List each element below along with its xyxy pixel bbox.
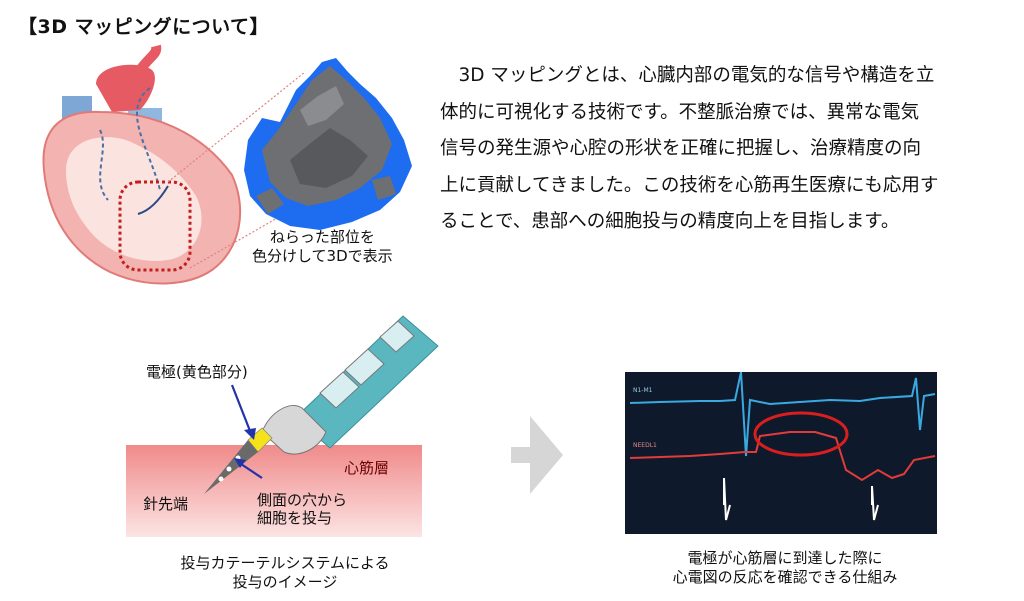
catheter-caption-line: 投与カテーテルシステムによる [180, 554, 390, 572]
catheter-illustration [204, 315, 439, 494]
ecg-caption-line: 電極が心筋層に到達した際に [687, 549, 883, 567]
catheter-caption: 投与カテーテルシステムによる 投与のイメージ [165, 554, 405, 592]
ecg-panel: N1-M1 NEEDL1 [625, 371, 937, 534]
page-title: 【3D マッピングについて】 [18, 16, 270, 38]
catheter-caption-line: 投与のイメージ [232, 573, 338, 591]
electrode-yellow [247, 427, 273, 453]
3d-map-image [244, 58, 412, 230]
myocardium-layer [126, 445, 422, 537]
description-line: 信号の発生源や心腔の形状を正確に把握し、治療精度の向 [440, 138, 922, 159]
mapping-caption: ねらった部位を 色分けして3Dで表示 [252, 228, 393, 266]
electrode-label: 電極(黄色部分) [146, 363, 248, 381]
side-holes-line: 細胞を投与 [257, 509, 333, 527]
description-line: 3D マッピングとは、心臓内部の電気的な信号や構造を立 [440, 65, 935, 86]
ecg-caption: 電極が心筋層に到達した際に 心電図の反応を確認できる仕組み [650, 549, 920, 587]
description-paragraph: 3D マッピングとは、心臓内部の電気的な信号や構造を立 体的に可視化する技術です… [440, 58, 1010, 241]
ecg-highlight-circle [753, 411, 849, 457]
ecg-top-trace-label: N1-M1 [633, 387, 653, 394]
mapping-caption-line: 色分けして3Dで表示 [252, 247, 393, 265]
myocardium-label: 心筋層 [344, 459, 390, 477]
mapping-caption-line: ねらった部位を [269, 228, 375, 246]
ecg-bottom-trace-label: NEEDL1 [633, 442, 657, 449]
side-holes-line: 側面の穴から [257, 491, 348, 509]
description-line: 上に貢献してきました。この技術を心筋再生医療にも応用す [440, 174, 939, 196]
needle-tip-label: 針先端 [143, 495, 189, 513]
flow-arrow-icon [511, 416, 563, 494]
heart-target-region [118, 180, 192, 272]
description-line: 体的に可視化する技術です。不整脈治療では、異常な電気 [440, 101, 920, 123]
side-holes-label: 側面の穴から 細胞を投与 [257, 491, 347, 527]
heart-illustration [42, 44, 242, 285]
ecg-caption-line: 心電図の反応を確認できる仕組み [672, 568, 898, 586]
description-line: ることで、患部への細胞投与の精度向上を目指します。 [440, 211, 900, 232]
